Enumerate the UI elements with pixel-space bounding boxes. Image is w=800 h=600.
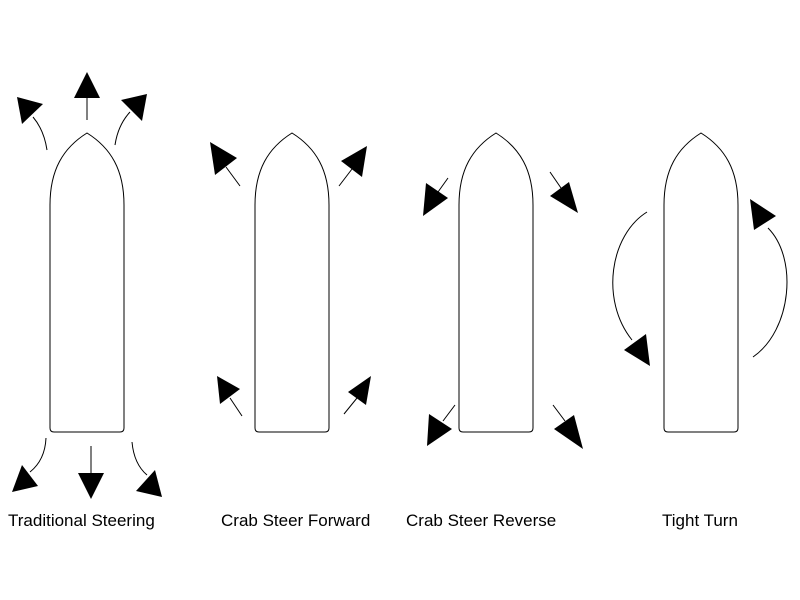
panel-traditional-steering — [12, 72, 162, 499]
rear-right-arrow — [552, 404, 583, 449]
panel-crab-steer-forward — [210, 132, 371, 433]
rear-left-arrow — [217, 376, 243, 417]
vehicle-hull — [49, 132, 125, 433]
rear-left-arrow — [12, 437, 47, 492]
vehicle-hull — [254, 132, 330, 433]
front-straight-arrow — [74, 72, 100, 120]
panel-tight-turn — [612, 132, 788, 433]
rear-straight-arrow — [78, 446, 104, 499]
rear-left-arrow — [427, 404, 456, 446]
caption-crab-steer-reverse: Crab Steer Reverse — [406, 511, 557, 530]
front-right-arrow — [338, 146, 367, 187]
caption-traditional-steering: Traditional Steering — [8, 511, 155, 530]
rear-right-arrow — [343, 376, 371, 415]
rear-right-arrow — [131, 441, 162, 497]
caption-tight-turn: Tight Turn — [662, 511, 738, 530]
front-left-arrow — [210, 142, 241, 187]
vehicle-hull — [458, 132, 534, 433]
left-curved-arrow — [612, 211, 650, 366]
caption-crab-steer-forward: Crab Steer Forward — [221, 511, 371, 530]
front-right-arrow — [114, 94, 147, 146]
vehicle-hull — [663, 132, 739, 433]
front-right-arrow — [549, 171, 578, 213]
panel-crab-steer-reverse — [423, 132, 583, 449]
front-left-arrow — [423, 177, 449, 216]
front-left-arrow — [17, 97, 48, 151]
right-curved-arrow — [750, 199, 788, 358]
